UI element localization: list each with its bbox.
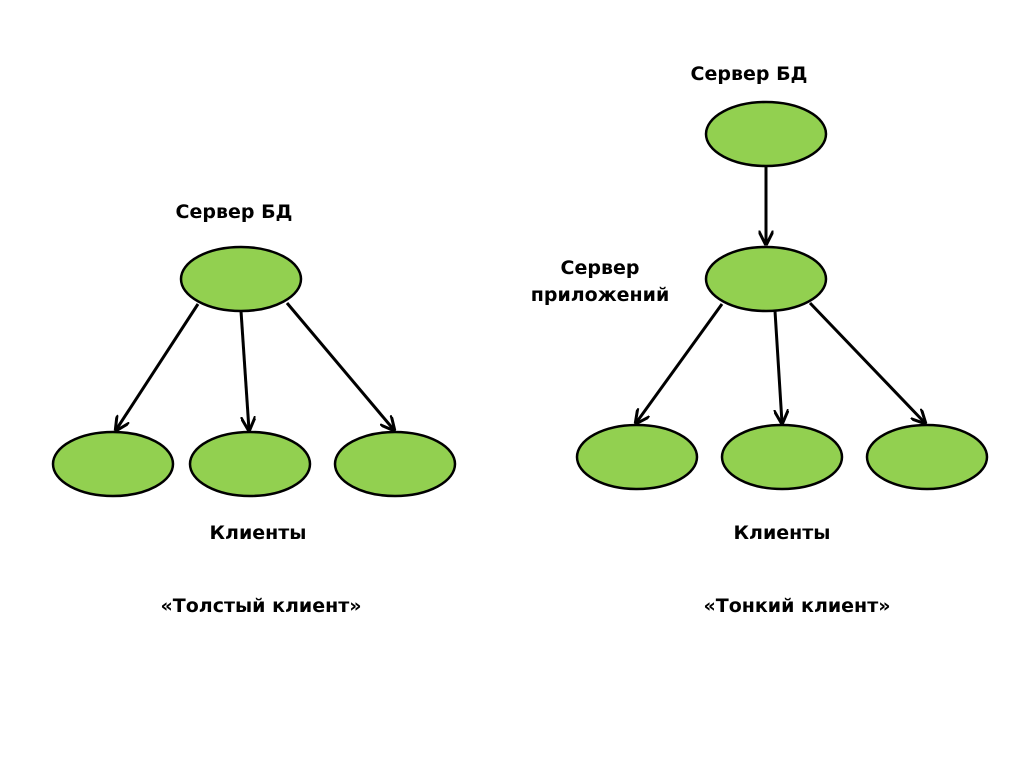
app-server-label-line-1: Сервер bbox=[561, 257, 640, 279]
app-server-label-line-2: приложений bbox=[531, 284, 670, 306]
right-client-node-3 bbox=[865, 423, 989, 491]
left-clients-label: Клиенты bbox=[210, 522, 307, 544]
right-db-server-label: Сервер БД bbox=[691, 63, 808, 85]
right-edge-app-to-client-2 bbox=[773, 310, 782, 423]
thick-client-caption: «Толстый клиент» bbox=[160, 595, 361, 617]
left-db-server-label: Сервер БД bbox=[176, 201, 293, 223]
right-edge-app-to-client-1 bbox=[636, 303, 724, 423]
thin-client-diagram: Сервер БД Сервер приложений Клиенты «Тон… bbox=[531, 63, 989, 617]
left-db-server-node bbox=[179, 245, 303, 313]
left-client-node-2 bbox=[188, 430, 312, 498]
app-server-node bbox=[704, 245, 828, 313]
right-client-node-1 bbox=[575, 423, 699, 491]
left-client-node-1 bbox=[51, 430, 175, 498]
right-db-server-node bbox=[704, 100, 828, 168]
right-client-node-2 bbox=[720, 423, 844, 491]
thin-client-caption: «Тонкий клиент» bbox=[704, 595, 891, 617]
right-edge-app-to-client-3 bbox=[808, 301, 925, 423]
left-client-node-3 bbox=[333, 430, 457, 498]
right-clients-label: Клиенты bbox=[734, 522, 831, 544]
left-edge-server-to-client-2 bbox=[239, 310, 249, 430]
left-edge-server-to-client-3 bbox=[285, 302, 394, 430]
left-edge-server-to-client-1 bbox=[116, 303, 200, 430]
thick-client-diagram: Сервер БД Клиенты «Толстый клиент» bbox=[51, 201, 457, 617]
